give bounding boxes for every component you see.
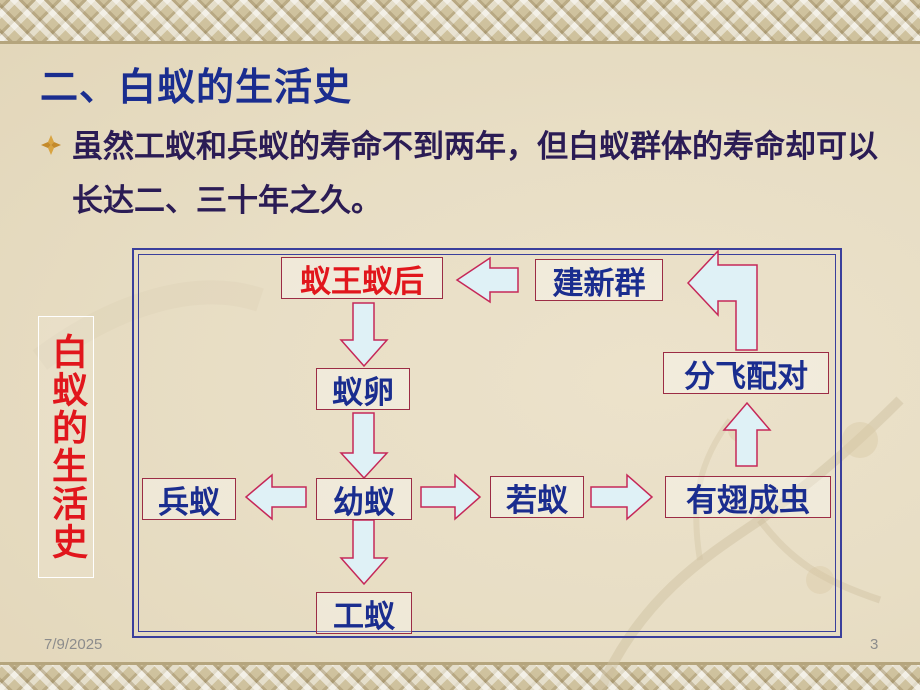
bottom-decorative-border: [0, 662, 920, 690]
footer-date: 7/9/2025: [44, 636, 103, 653]
arrow-alate-to-swarming: [722, 401, 772, 467]
node-nymph: 若蚁: [490, 476, 584, 519]
arrow-new-colony-to-king-queen: [455, 256, 519, 304]
arrow-nymph-to-alate: [590, 473, 654, 521]
top-decorative-border: [0, 0, 920, 44]
node-alate-adult: 有翅成虫: [665, 476, 831, 519]
arrow-larva-to-soldier: [244, 473, 307, 521]
node-soldier: 兵蚁: [142, 478, 236, 521]
node-king-queen: 蚁王蚁后: [281, 257, 443, 300]
node-larva: 幼蚁: [316, 478, 412, 521]
arrow-larva-to-worker: [339, 519, 389, 586]
arrow-egg-to-larva: [339, 412, 389, 480]
footer-page-number: 3: [870, 636, 879, 653]
diamond-bullet-icon: [41, 135, 61, 155]
node-worker: 工蚁: [316, 592, 412, 635]
node-swarming-pairing: 分飞配对: [663, 352, 829, 395]
side-label-text: 白蚁的生活史: [46, 333, 87, 561]
bullet-paragraph: 虽然工蚁和兵蚁的寿命不到两年，但白蚁群体的寿命却可以长达二、三十年之久。: [72, 129, 878, 219]
arrow-king-queen-to-egg: [339, 302, 389, 368]
lifecycle-diagram-frame: [132, 248, 842, 638]
arrow-swarming-to-new-colony: [686, 249, 758, 351]
slide-title: 二、白蚁的生活史: [40, 65, 353, 109]
lifecycle-side-label: 白蚁的生活史: [38, 316, 94, 578]
node-new-colony: 建新群: [535, 259, 663, 302]
node-egg: 蚁卵: [316, 368, 410, 411]
arrow-larva-to-nymph: [420, 473, 482, 521]
